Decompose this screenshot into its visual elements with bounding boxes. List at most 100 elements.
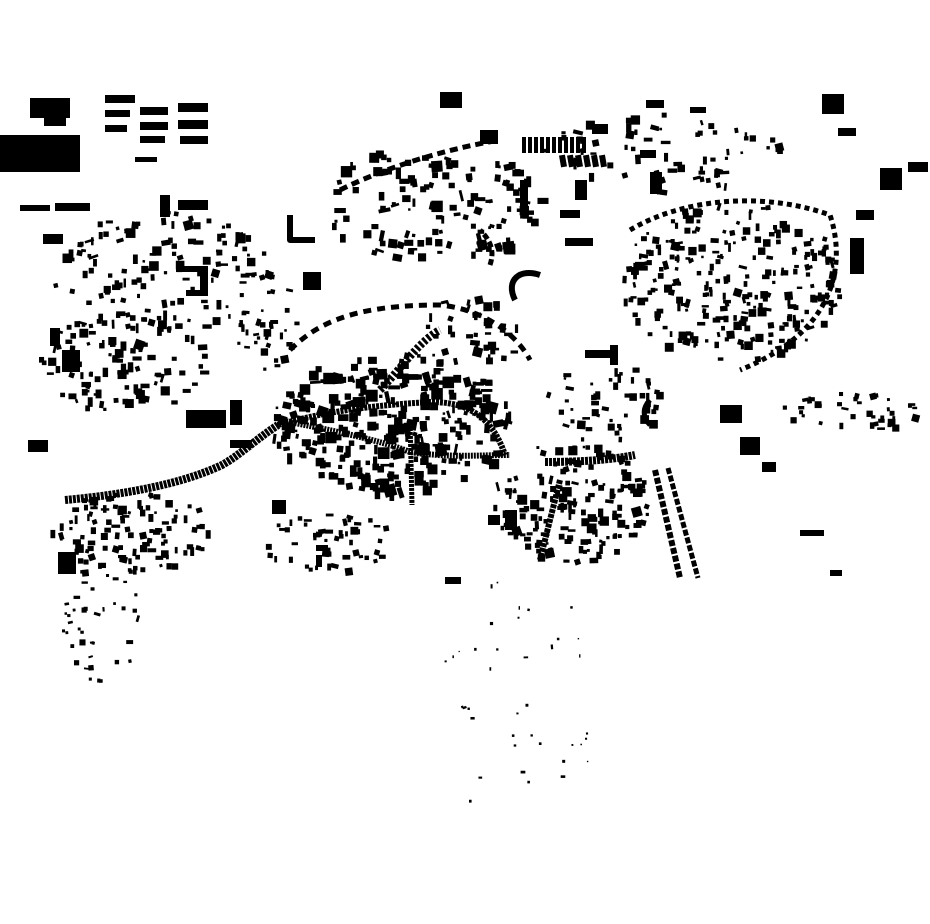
building — [512, 169, 525, 177]
building — [457, 417, 462, 421]
building — [838, 391, 844, 397]
building — [97, 221, 103, 228]
building — [722, 292, 726, 300]
building — [614, 368, 618, 377]
building — [476, 238, 487, 247]
building — [513, 744, 517, 747]
building — [258, 274, 266, 281]
building — [435, 215, 443, 220]
building — [697, 130, 703, 136]
building — [444, 376, 452, 386]
building — [57, 531, 65, 541]
building — [474, 397, 482, 405]
building — [121, 268, 128, 274]
building — [540, 137, 544, 153]
building — [124, 399, 134, 409]
building — [447, 315, 454, 323]
building — [226, 223, 231, 229]
building — [340, 454, 345, 459]
building — [30, 98, 70, 118]
building — [386, 157, 392, 163]
building — [636, 483, 646, 489]
building — [273, 358, 279, 363]
building — [483, 302, 493, 312]
building — [466, 425, 471, 435]
building — [120, 297, 127, 304]
building — [237, 341, 241, 345]
building — [197, 271, 205, 277]
building — [294, 429, 298, 433]
building — [400, 405, 408, 413]
building — [432, 172, 439, 179]
building — [68, 249, 74, 259]
building — [334, 219, 338, 223]
building — [659, 266, 664, 272]
building — [869, 392, 878, 401]
building — [546, 137, 550, 153]
building — [387, 424, 399, 436]
building — [538, 742, 542, 745]
building — [527, 201, 531, 205]
building — [93, 258, 97, 267]
building — [147, 354, 156, 361]
building — [623, 413, 628, 418]
building — [299, 400, 311, 412]
building — [87, 397, 93, 407]
building — [190, 547, 195, 556]
building — [197, 344, 208, 351]
building — [111, 524, 121, 528]
building — [705, 281, 709, 290]
building — [296, 415, 309, 425]
building — [392, 253, 403, 263]
building — [154, 511, 157, 514]
building — [353, 460, 361, 468]
building — [438, 433, 448, 442]
building — [69, 288, 76, 295]
building — [825, 260, 830, 265]
building — [255, 318, 262, 327]
building — [724, 240, 728, 245]
building — [503, 522, 507, 528]
building — [587, 516, 598, 522]
building — [513, 534, 519, 540]
building — [639, 392, 646, 399]
building — [205, 530, 211, 539]
building — [726, 274, 731, 283]
building — [490, 584, 493, 589]
building — [81, 323, 86, 327]
building — [800, 319, 804, 323]
building — [776, 349, 786, 358]
street-frontage — [508, 270, 541, 302]
building — [393, 423, 405, 435]
building — [221, 225, 226, 229]
building — [459, 454, 463, 461]
building — [726, 330, 735, 340]
building — [240, 273, 250, 278]
building — [137, 293, 141, 299]
building — [483, 322, 492, 327]
building — [74, 515, 78, 525]
building — [263, 329, 272, 337]
building — [470, 716, 475, 720]
building — [612, 513, 619, 520]
building — [228, 314, 231, 319]
building — [281, 423, 293, 431]
building — [741, 311, 749, 315]
building — [607, 423, 615, 431]
building — [269, 323, 273, 328]
building — [419, 421, 428, 432]
building — [767, 322, 775, 329]
building — [83, 667, 89, 670]
building — [657, 247, 662, 256]
building — [573, 163, 577, 170]
building — [70, 333, 77, 339]
building — [476, 440, 483, 445]
building — [755, 223, 760, 232]
building — [182, 388, 191, 393]
building — [804, 251, 810, 257]
building — [770, 349, 774, 353]
building — [152, 246, 162, 256]
building — [519, 513, 526, 520]
building — [798, 405, 805, 410]
building — [348, 440, 355, 446]
